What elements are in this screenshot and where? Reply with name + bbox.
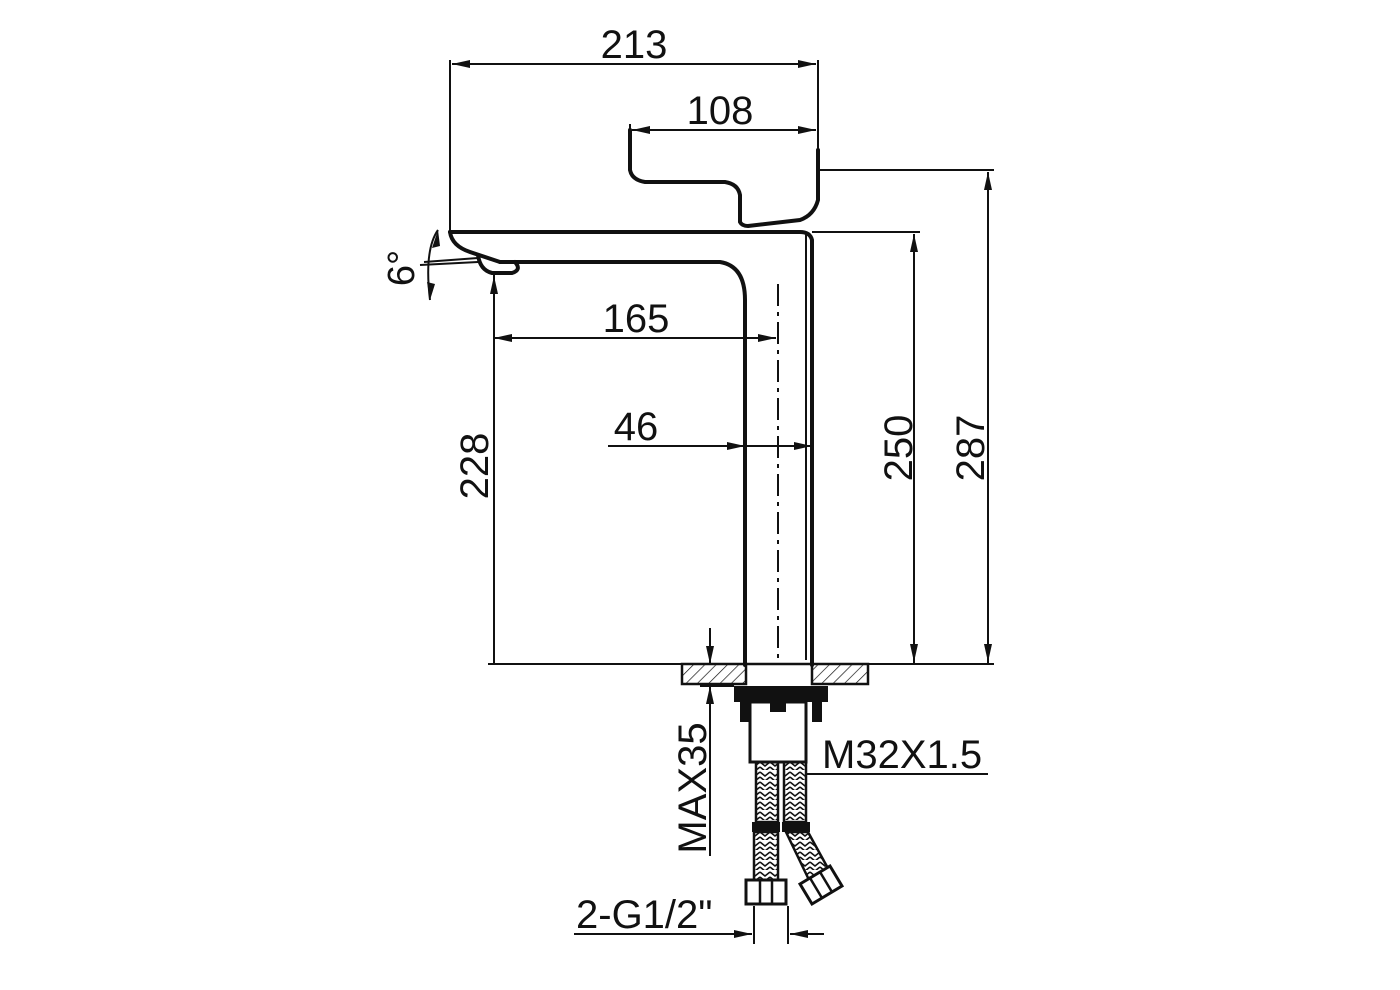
dim-213-label: 213 (601, 23, 668, 67)
dim-46-label: 46 (614, 405, 659, 449)
dim-spout-height: 228 (453, 275, 682, 665)
faucet-body (448, 128, 820, 667)
dim-body-height: 250 (812, 231, 921, 665)
dim-max-deck-thickness: MAX35 (671, 628, 734, 856)
dim-hose-connection: 2-G1/2" (574, 893, 824, 944)
dim-108-label: 108 (687, 89, 754, 133)
dim-spout-reach: 165 (494, 297, 776, 342)
flex-hose-left (744, 760, 788, 906)
dim-max35-label: MAX35 (671, 722, 715, 853)
dim-spout-angle: 6° (381, 229, 479, 301)
flex-hose-right (782, 760, 845, 907)
spout-nose (448, 230, 502, 264)
dim-287-label: 287 (949, 415, 993, 482)
handle-lever (628, 128, 820, 228)
dim-165-label: 165 (603, 297, 670, 341)
spout-top (448, 230, 814, 667)
spout-bottom (498, 260, 747, 667)
dim-6deg-label: 6° (381, 250, 423, 286)
aerator (476, 253, 520, 275)
dim-228-label: 228 (453, 433, 497, 500)
deck-plate (680, 662, 870, 686)
dim-overall-length: 213 (449, 23, 819, 232)
thread-label: M32X1.5 (822, 733, 982, 777)
dim-total-height: 287 (818, 169, 994, 665)
dim-250-label: 250 (877, 415, 921, 482)
dim-handle-length: 108 (629, 89, 816, 135)
mounting-nut (734, 686, 828, 764)
dim-mount-thread: M32X1.5 (806, 733, 988, 777)
dim-body-width: 46 (608, 405, 812, 450)
hose-label: 2-G1/2" (576, 893, 712, 937)
